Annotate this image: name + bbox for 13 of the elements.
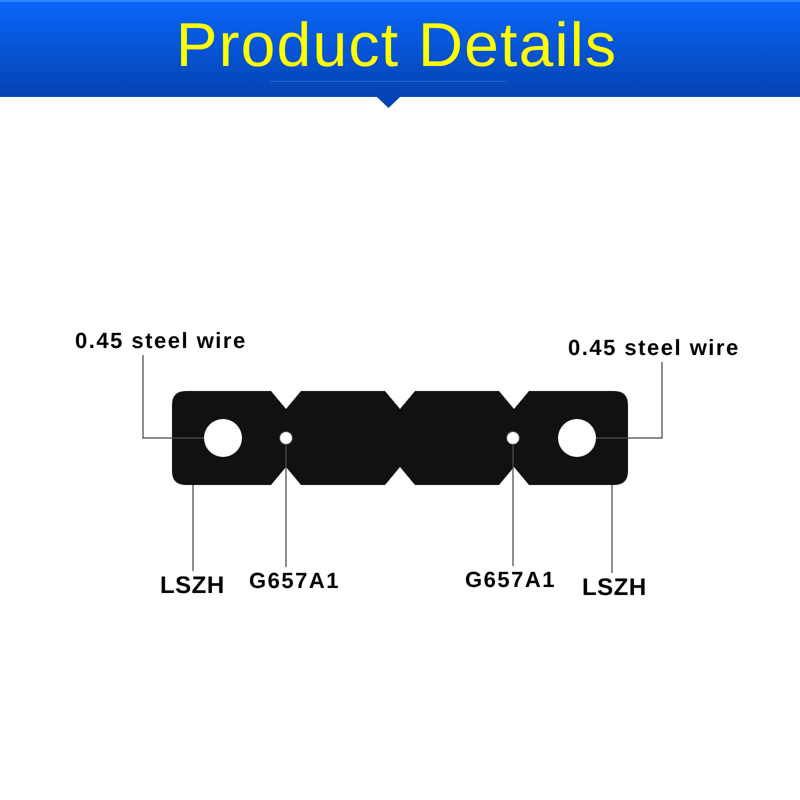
- leader-line: [192, 485, 194, 571]
- callout-label: G657A1: [249, 570, 340, 592]
- cable-cross-section: [172, 391, 628, 485]
- callout-label: G657A1: [465, 569, 556, 591]
- callout-label: LSZH: [582, 576, 647, 600]
- callout-label: 0.45 steel wire: [568, 337, 740, 359]
- leader-line: [285, 445, 287, 567]
- leader-line: [142, 355, 204, 439]
- callout-label: LSZH: [160, 574, 225, 598]
- leader-line: [512, 445, 514, 566]
- callout-label: 0.45 steel wire: [75, 330, 247, 352]
- leader-line: [611, 485, 613, 573]
- leader-line: [596, 362, 663, 439]
